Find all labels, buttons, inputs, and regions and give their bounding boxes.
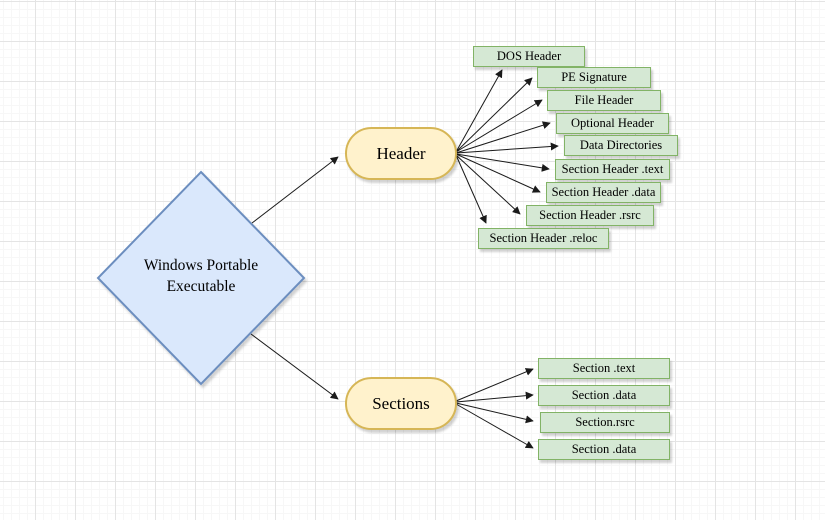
node-sections[interactable]: Sections <box>345 377 457 430</box>
node-section-header-data[interactable]: Section Header .data <box>546 182 661 203</box>
edge-header-pe-signature <box>455 77 533 153</box>
edge-root-sections <box>250 333 339 400</box>
node-section-data-2[interactable]: Section .data <box>538 439 670 460</box>
edge-sections-section-data <box>455 391 534 403</box>
node-section-header-text-label: Section Header .text <box>561 162 664 176</box>
node-dos-header-label: DOS Header <box>496 49 562 63</box>
node-header[interactable]: Header <box>345 127 457 180</box>
edge-header-section-header-reloc <box>455 154 487 224</box>
node-data-directories[interactable]: Data Directories <box>564 135 678 156</box>
node-data-directories-label: Data Directories <box>579 138 663 152</box>
edge-sections-section-rsrc <box>455 402 534 424</box>
node-section-header-reloc[interactable]: Section Header .reloc <box>478 228 609 249</box>
node-file-header-label: File Header <box>574 93 634 107</box>
node-section-text-label: Section .text <box>572 361 636 375</box>
node-section-header-reloc-label: Section Header .reloc <box>489 231 598 245</box>
node-section-header-data-label: Section Header .data <box>551 185 656 199</box>
edge-header-data-directories <box>455 142 559 154</box>
node-section-header-rsrc-label: Section Header .rsrc <box>539 208 641 222</box>
node-pe-signature-label: PE Signature <box>561 70 627 84</box>
node-section-header-rsrc[interactable]: Section Header .rsrc <box>526 205 654 226</box>
edge-header-dos-header <box>455 69 503 153</box>
node-optional-header-label: Optional Header <box>571 116 654 130</box>
node-pe-signature[interactable]: PE Signature <box>537 67 651 88</box>
node-section-text[interactable]: Section .text <box>538 358 670 379</box>
edge-header-file-header <box>455 99 543 153</box>
node-optional-header[interactable]: Optional Header <box>556 113 669 134</box>
edge-header-section-header-rsrc <box>455 154 521 215</box>
edge-header-optional-header <box>455 121 551 154</box>
node-section-data-label: Section .data <box>571 388 637 402</box>
edge-header-section-header-data <box>455 153 541 193</box>
edge-sections-section-text <box>455 368 534 402</box>
node-section-rsrc[interactable]: Section.rsrc <box>540 412 670 433</box>
node-section-header-text[interactable]: Section Header .text <box>555 159 670 180</box>
node-file-header[interactable]: File Header <box>547 90 661 111</box>
node-section-data[interactable]: Section .data <box>538 385 670 406</box>
edge-header-section-header-text <box>455 153 550 172</box>
node-section-rsrc-label: Section.rsrc <box>575 415 635 429</box>
node-header-label: Header <box>376 143 426 163</box>
edge-root-header <box>251 156 339 224</box>
node-windows-portable-executable-label[interactable]: Windows Portable Executable <box>143 257 259 296</box>
node-sections-label: Sections <box>372 393 430 413</box>
node-dos-header[interactable]: DOS Header <box>473 46 585 67</box>
node-section-data-2-label: Section .data <box>571 442 637 456</box>
edge-sections-section-data-2 <box>455 403 534 449</box>
